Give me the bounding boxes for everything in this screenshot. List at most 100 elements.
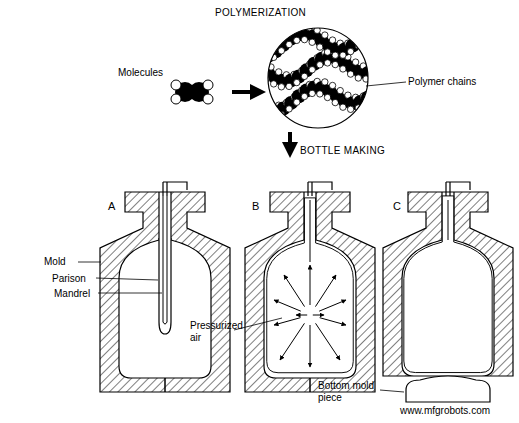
illustration-stroke: [296, 315, 307, 316]
illustration-stroke: [270, 114, 276, 120]
illustration-stroke: [340, 52, 346, 58]
section-heading: POLYMERIZATION: [215, 7, 306, 19]
illustration-stroke: [324, 94, 330, 100]
illustration-stroke: [317, 62, 323, 68]
illustration-stroke: [288, 132, 292, 150]
illustration-stroke: [329, 37, 335, 43]
illustration-stroke: [294, 99, 300, 105]
illustration-stroke: [234, 318, 282, 330]
illustration-stroke: [263, 113, 269, 119]
illustration-stroke: [317, 91, 323, 97]
watermark: www.mfgrobots.com: [400, 405, 490, 417]
illustration-stroke: [310, 325, 311, 367]
illustration-stroke: [171, 94, 181, 104]
illustration-stroke: [368, 64, 374, 70]
illustration-stroke: [267, 198, 353, 373]
illustration-stroke: [448, 200, 449, 240]
illustration-stroke: [383, 192, 513, 376]
illustration-stroke: [319, 300, 346, 311]
mold-art: [78, 182, 513, 402]
illustration-stroke: [261, 103, 275, 117]
illustration-stroke: [301, 93, 307, 99]
illustration-stroke: [368, 24, 374, 30]
illustration-stroke: [347, 106, 353, 112]
illustration-stroke: [245, 192, 375, 392]
illustration-stroke: [263, 59, 269, 65]
step-letter: A: [108, 200, 115, 213]
illustration-stroke: [332, 52, 338, 58]
illustration-stroke: [355, 75, 361, 81]
part-label: Mandrel: [54, 288, 90, 300]
illustration-stroke: [324, 60, 330, 66]
illustration-stroke: [340, 104, 346, 110]
illustration-stroke: [280, 323, 304, 360]
illustration-stroke: [361, 90, 375, 104]
illustration-stroke: [320, 318, 346, 325]
illustration-stroke: [368, 88, 374, 94]
illustration-stroke: [404, 196, 492, 373]
illustration-stroke: [316, 323, 340, 360]
illustration-stroke: [322, 79, 328, 85]
illustration-stroke: [347, 48, 353, 54]
illustration-stroke: [274, 300, 301, 311]
polymerization-art: [171, 24, 406, 150]
illustration-stroke: [203, 94, 213, 104]
illustration-stroke: [100, 192, 230, 392]
illustration-stroke: [294, 79, 300, 85]
illustration-stroke: [324, 49, 330, 55]
illustration-stroke: [352, 59, 358, 65]
illustration-stroke: [232, 90, 258, 94]
molecule-label: Molecules: [118, 67, 163, 79]
illustration-stroke: [313, 315, 324, 316]
illustration-stroke: [163, 182, 187, 196]
illustration-stroke: [361, 26, 375, 40]
illustration-stroke: [78, 262, 101, 263]
illustration-stroke: [310, 265, 311, 305]
illustration-stroke: [322, 32, 328, 38]
illustration-stroke: [171, 80, 181, 90]
illustration-stroke: [163, 196, 167, 324]
illustration-stroke: [360, 30, 366, 36]
illustration-stroke: [286, 83, 292, 89]
illustration-stroke: [301, 36, 307, 42]
illustration-stroke: [347, 71, 353, 77]
illustration-stroke: [159, 238, 171, 334]
illustration-stroke: [315, 275, 336, 307]
part-label: Bottom mold piece: [318, 380, 378, 403]
illustration-stroke: [340, 66, 346, 72]
illustration-stroke: [203, 80, 213, 90]
illustration-stroke: [309, 90, 315, 96]
illustration-stroke: [406, 376, 490, 402]
illustration-stroke: [270, 81, 276, 87]
illustration-stroke: [278, 48, 284, 54]
illustration-stroke: [380, 390, 404, 392]
illustration-stroke: [309, 39, 315, 45]
illustration-stroke: [294, 37, 300, 43]
step-letter: B: [252, 200, 259, 213]
illustration-stroke: [352, 36, 358, 42]
illustration-stroke: [363, 100, 369, 106]
illustration-stroke: [268, 101, 274, 107]
illustration-stroke: [446, 182, 470, 196]
illustration-stroke: [278, 84, 284, 90]
illustration-stroke: [329, 82, 335, 88]
polymer-label: Polymer chains: [408, 76, 476, 88]
illustration-stroke: [286, 106, 292, 112]
illustration-stroke: [309, 67, 315, 73]
illustration-stroke: [363, 36, 369, 42]
illustration-stroke: [268, 47, 274, 53]
illustration-stroke: [332, 99, 338, 105]
illustration-stroke: [301, 73, 307, 79]
illustration-stroke: [96, 278, 158, 280]
illustration-stroke: [317, 44, 323, 50]
illustration-stroke: [268, 28, 368, 128]
part-label: Mold: [44, 256, 66, 268]
illustration-stroke: [284, 275, 305, 307]
part-label: Parison: [52, 273, 86, 285]
illustration-stroke: [275, 69, 281, 75]
section-heading: BOTTLE MAKING: [300, 145, 385, 157]
illustration-stroke: [337, 87, 343, 93]
illustration-stroke: [308, 182, 332, 196]
